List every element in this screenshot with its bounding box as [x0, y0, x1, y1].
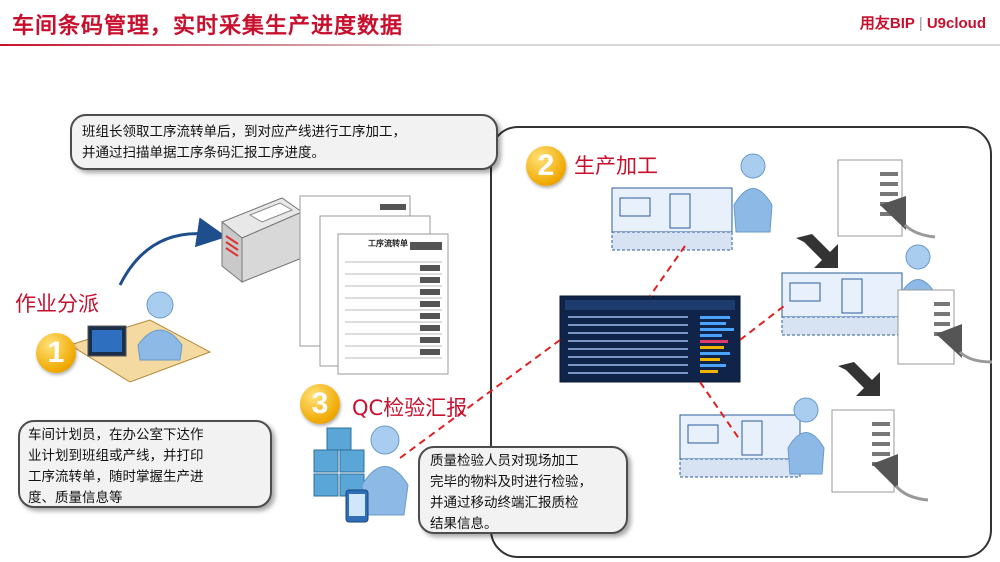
- brand-logo: 用友BIP|U9cloud: [859, 15, 986, 32]
- printer-icon: [221, 197, 304, 284]
- callout-line: 结果信息。: [430, 516, 498, 532]
- worker-icon: [787, 397, 825, 475]
- callout-line: 完毕的物料及时进行检验，: [430, 474, 592, 490]
- connector-lines: [399, 245, 785, 459]
- machine-icon: [611, 187, 733, 251]
- routing-sheets: [299, 195, 449, 375]
- step-1-label: 作业分派: [15, 292, 99, 316]
- document-title: 工序流转单: [368, 239, 408, 248]
- machine-icon: [679, 414, 801, 478]
- callout-planner: 车间计划员，在办公室下达作 业计划到班组或产线，并打印 工序流转单，随时掌握生产…: [18, 420, 272, 508]
- barcode-scanner-icon: [837, 159, 936, 239]
- callout-line: 并通过扫描单据工序条码汇报工序进度。: [82, 145, 325, 161]
- header-divider: [0, 44, 1000, 46]
- callout-line: 质量检验人员对现场加工: [430, 453, 579, 469]
- page-title: 车间条码管理，实时采集生产进度数据: [12, 14, 404, 39]
- callout-line: 工序流转单，随时掌握生产进: [28, 469, 204, 485]
- barcode-scanner-icon: [897, 289, 993, 365]
- planner-at-desk-icon: [68, 291, 212, 383]
- step-3-label: QC检验汇报: [352, 396, 468, 420]
- production-area: [490, 126, 992, 558]
- step-1-badge: 1: [36, 333, 76, 373]
- callout-line: 车间计划员，在办公室下达作: [28, 427, 204, 443]
- flow-arrow: [118, 217, 227, 286]
- arrow-icon: [796, 234, 880, 396]
- step-3-badge: 3: [300, 384, 340, 424]
- step-2-badge: 2: [526, 146, 566, 186]
- machine-icon: [781, 272, 903, 336]
- callout-qc: 质量检验人员对现场加工 完毕的物料及时进行检验， 并通过移动终端汇报质检 结果信…: [418, 446, 628, 534]
- callout-line: 并通过移动终端汇报质检: [430, 495, 579, 511]
- callout-team-leader: 班组长领取工序流转单后，到对应产线进行工序加工， 并通过扫描单据工序条码汇报工序…: [70, 114, 498, 170]
- worker-icon: [733, 153, 773, 233]
- callout-line: 班组长领取工序流转单后，到对应产线进行工序加工，: [82, 124, 406, 140]
- qc-inspector-icon: [313, 425, 409, 523]
- callout-line: 业计划到班组或产线，并打印: [28, 448, 204, 464]
- barcode-scanner-icon: [831, 409, 929, 502]
- brand-sub: U9cloud: [926, 15, 986, 32]
- brand-name: 用友BIP: [859, 15, 915, 32]
- callout-line: 度、质量信息等: [28, 490, 123, 506]
- dashboard-screen-icon: [559, 295, 741, 383]
- step-2-label: 生产加工: [574, 154, 658, 178]
